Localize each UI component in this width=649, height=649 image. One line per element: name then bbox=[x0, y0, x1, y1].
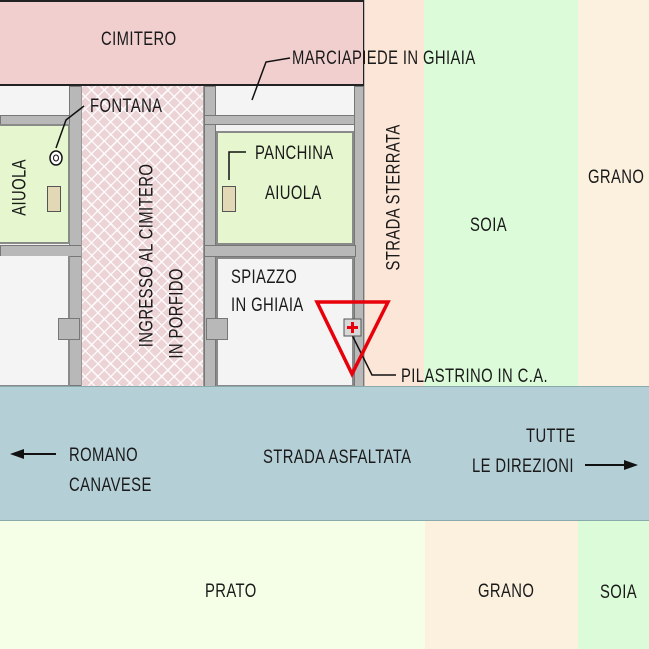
grano-field-north bbox=[578, 0, 649, 387]
bench-icon bbox=[222, 186, 236, 212]
fontana-label: FONTANA bbox=[90, 96, 163, 117]
aiuola-destra bbox=[216, 131, 354, 245]
ingresso-porfido bbox=[81, 86, 204, 387]
soia-field-north bbox=[424, 0, 578, 387]
bench-icon bbox=[47, 186, 61, 212]
strada-asfaltata-label: STRADA ASFALTATA bbox=[263, 447, 412, 468]
soia-nord-label: SOIA bbox=[470, 215, 507, 236]
fontana-leader-line bbox=[55, 105, 85, 149]
cimitero-label: CIMITERO bbox=[101, 29, 177, 50]
arrow-left-icon bbox=[10, 449, 56, 459]
muro-destro-orizzontale-basso bbox=[204, 245, 356, 257]
panchina-label: PANCHINA bbox=[255, 143, 334, 164]
aiuola-destra-label: AIUOLA bbox=[265, 183, 322, 204]
spiazzo-label-line1: SPIAZZO bbox=[231, 267, 298, 288]
panchina-leader-line bbox=[228, 151, 246, 180]
pilastrino-leader-line bbox=[351, 334, 396, 376]
tutte-label-line1: TUTTE bbox=[526, 426, 576, 447]
warning-triangle-icon bbox=[314, 300, 391, 378]
grano-nord-label: GRANO bbox=[588, 167, 645, 188]
grano-field-south bbox=[425, 521, 578, 649]
aiuola-sinistra bbox=[0, 124, 70, 244]
marciapiede-leader-line bbox=[251, 57, 291, 101]
arrow-right-icon bbox=[585, 460, 638, 470]
spiazzo-ghiaia-area bbox=[216, 257, 354, 387]
spiazzo-label-line2: IN GHIAIA bbox=[231, 295, 304, 316]
strada-sterrata-label: STRADA STERRATA bbox=[383, 124, 405, 271]
grano-sud-label: GRANO bbox=[478, 581, 535, 602]
pilastro-destro bbox=[206, 318, 228, 340]
cimitero-area bbox=[0, 0, 365, 86]
pilastrino-label: PILASTRINO IN C.A. bbox=[401, 366, 549, 387]
strada-sterrata-area bbox=[364, 0, 424, 387]
tutte-label-line2: LE DIREZIONI bbox=[472, 456, 574, 477]
soia-sud-label: SOIA bbox=[600, 582, 637, 603]
ingresso-label-line1: INGRESSO AL CIMITERO bbox=[136, 163, 158, 348]
marciapiede-label: MARCIAPIEDE IN GHIAIA bbox=[292, 48, 476, 69]
romano-label-line1: ROMANO bbox=[69, 445, 139, 466]
ingresso-label-line2: IN PORFIDO bbox=[166, 268, 188, 359]
prato-label: PRATO bbox=[205, 581, 257, 602]
soia-field-south bbox=[578, 521, 649, 649]
romano-label-line2: CANAVESE bbox=[69, 475, 152, 496]
strada-asfaltata-area bbox=[0, 386, 649, 521]
aiuola-sinistra-label: AIUOLA bbox=[9, 159, 31, 216]
prato-field bbox=[0, 521, 425, 649]
cross-icon bbox=[347, 322, 358, 333]
fountain-icon bbox=[49, 150, 63, 166]
pilastro-sinistro bbox=[58, 318, 80, 340]
